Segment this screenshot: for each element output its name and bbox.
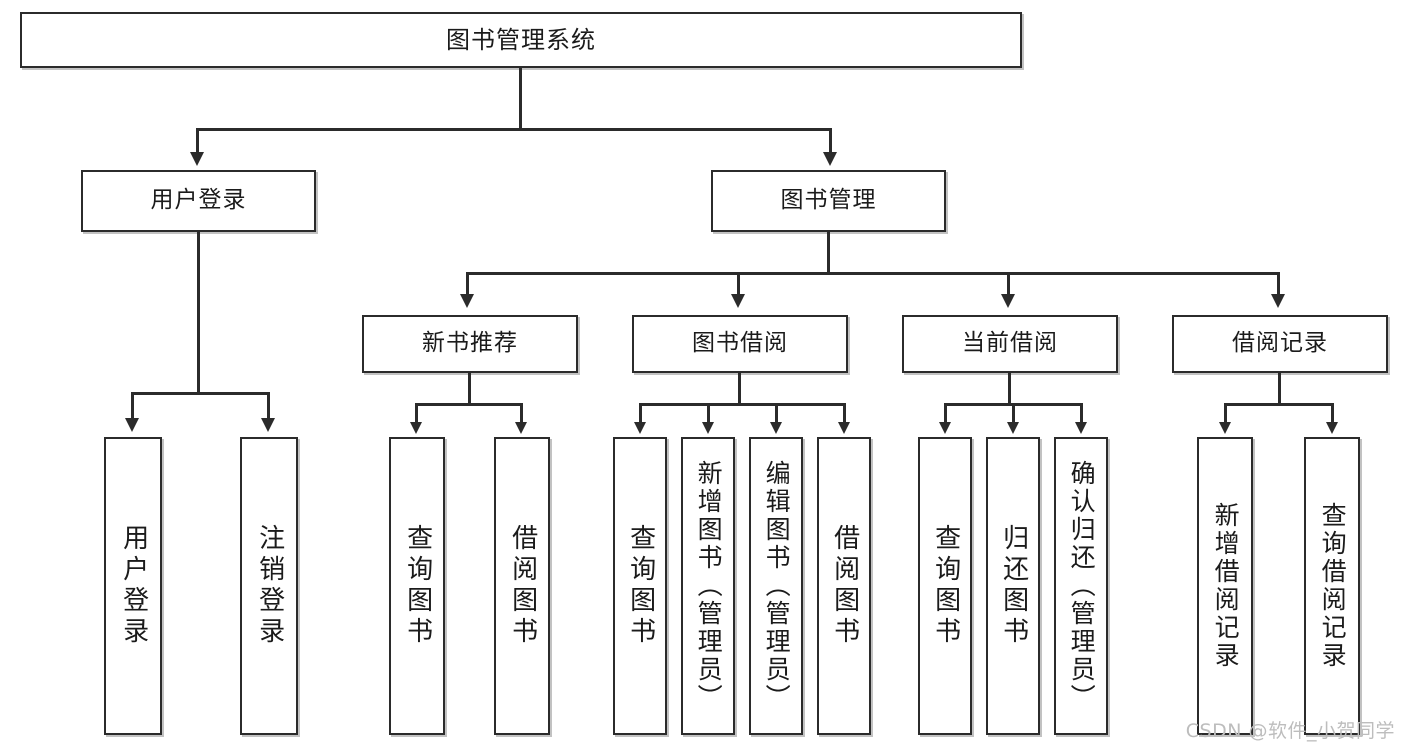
arrow-root-to-book-manage — [823, 152, 837, 166]
connector-book-manage-bus — [466, 272, 1280, 275]
connector-book-manage-stem — [827, 232, 830, 274]
leaf-borrow-record-add-record[interactable]: 新增借阅记录 — [1197, 437, 1253, 735]
connector-root-to-book-manage — [829, 128, 832, 156]
node-current-borrow[interactable]: 当前借阅 — [902, 315, 1118, 373]
leaf-current-borrow-confirm-return[interactable]: 确认归还（管理员） — [1054, 437, 1108, 735]
arrow-current-borrow-leaf-1 — [939, 422, 951, 434]
connector-book-borrow-drop-2 — [707, 403, 710, 425]
arrow-book-borrow-leaf-4 — [838, 422, 850, 434]
arrow-book-manage-to-new-book — [460, 294, 474, 308]
connector-borrow-record-drop-1 — [1224, 403, 1227, 425]
arrow-user-login-leaf-1 — [125, 418, 139, 432]
arrow-user-login-leaf-2 — [261, 418, 275, 432]
node-label: 归还图书 — [998, 524, 1029, 648]
connector-book-borrow-stem — [738, 373, 741, 405]
connector-user-login-drop-1 — [131, 392, 134, 422]
arrow-new-book-leaf-2 — [515, 422, 527, 434]
node-label: 当前借阅 — [962, 330, 1058, 357]
arrow-book-manage-to-record — [1271, 294, 1285, 308]
node-root-system[interactable]: 图书管理系统 — [20, 12, 1022, 68]
connector-book-manage-drop-2 — [737, 272, 740, 298]
leaf-book-borrow-borrow-book[interactable]: 借阅图书 — [817, 437, 871, 735]
node-label: 查询图书 — [930, 524, 961, 648]
arrow-book-manage-to-borrow — [731, 294, 745, 308]
connector-new-book-drop-1 — [415, 403, 418, 425]
node-label: 确认归还（管理员） — [1067, 460, 1097, 712]
connector-new-book-bus — [415, 403, 523, 406]
arrow-book-manage-to-current — [1001, 294, 1015, 308]
connector-user-login-stem — [197, 232, 200, 394]
connector-book-borrow-drop-4 — [843, 403, 846, 425]
connector-root-bus — [196, 128, 832, 131]
node-label: 借阅图书 — [829, 524, 860, 648]
connector-current-borrow-stem — [1008, 373, 1011, 405]
connector-user-login-bus — [131, 392, 267, 395]
leaf-current-borrow-return-book[interactable]: 归还图书 — [986, 437, 1040, 735]
leaf-user-login-signout[interactable]: 注销登录 — [240, 437, 298, 735]
arrow-current-borrow-leaf-3 — [1075, 422, 1087, 434]
connector-root-to-user-login — [196, 128, 199, 156]
node-label: 借阅记录 — [1232, 330, 1328, 357]
node-borrow-record[interactable]: 借阅记录 — [1172, 315, 1388, 373]
arrow-borrow-record-leaf-2 — [1326, 422, 1338, 434]
node-label: 查询借阅记录 — [1318, 502, 1348, 670]
node-user-login[interactable]: 用户登录 — [81, 170, 316, 232]
node-label: 借阅图书 — [507, 524, 538, 648]
connector-book-manage-drop-1 — [466, 272, 469, 298]
node-label: 新书推荐 — [422, 330, 518, 357]
connector-book-borrow-drop-3 — [775, 403, 778, 425]
node-label: 注销登录 — [254, 524, 285, 648]
connector-new-book-stem — [468, 373, 471, 405]
arrow-root-to-user-login — [190, 152, 204, 166]
node-label: 图书管理 — [780, 187, 877, 214]
connector-book-borrow-drop-1 — [639, 403, 642, 425]
leaf-user-login-signin[interactable]: 用户登录 — [104, 437, 162, 735]
arrow-book-borrow-leaf-3 — [770, 422, 782, 434]
node-label: 查询图书 — [402, 524, 433, 648]
leaf-new-book-query-book[interactable]: 查询图书 — [389, 437, 445, 735]
connector-current-borrow-drop-1 — [944, 403, 947, 425]
leaf-new-book-borrow-book[interactable]: 借阅图书 — [494, 437, 550, 735]
arrow-new-book-leaf-1 — [410, 422, 422, 434]
connector-current-borrow-drop-3 — [1080, 403, 1083, 425]
node-label: 图书借阅 — [692, 330, 788, 357]
connector-book-manage-drop-3 — [1007, 272, 1010, 298]
node-label: 用户登录 — [150, 187, 247, 214]
connector-new-book-drop-2 — [520, 403, 523, 425]
arrow-current-borrow-leaf-2 — [1007, 422, 1019, 434]
node-label: 图书管理系统 — [446, 25, 596, 54]
connector-root-stem — [519, 68, 522, 130]
leaf-book-borrow-query-book[interactable]: 查询图书 — [613, 437, 667, 735]
leaf-book-borrow-add-book[interactable]: 新增图书（管理员） — [681, 437, 735, 735]
node-label: 编辑图书（管理员） — [762, 460, 792, 712]
connector-book-manage-drop-4 — [1277, 272, 1280, 298]
arrow-book-borrow-leaf-2 — [702, 422, 714, 434]
node-label: 新增图书（管理员） — [694, 460, 724, 712]
node-label: 用户登录 — [118, 524, 149, 648]
connector-user-login-drop-2 — [267, 392, 270, 422]
connector-borrow-record-drop-2 — [1331, 403, 1334, 425]
node-book-manage[interactable]: 图书管理 — [711, 170, 946, 232]
leaf-book-borrow-edit-book[interactable]: 编辑图书（管理员） — [749, 437, 803, 735]
node-book-borrow[interactable]: 图书借阅 — [632, 315, 848, 373]
node-new-book-recommend[interactable]: 新书推荐 — [362, 315, 578, 373]
arrow-book-borrow-leaf-1 — [634, 422, 646, 434]
node-label: 新增借阅记录 — [1211, 502, 1241, 670]
connector-borrow-record-bus — [1224, 403, 1334, 406]
arrow-borrow-record-leaf-1 — [1219, 422, 1231, 434]
node-label: 查询图书 — [625, 524, 656, 648]
leaf-current-borrow-query-book[interactable]: 查询图书 — [918, 437, 972, 735]
leaf-borrow-record-query-record[interactable]: 查询借阅记录 — [1304, 437, 1360, 735]
csdn-watermark: CSDN @软件_小贺同学 — [1185, 720, 1395, 742]
connector-book-borrow-bus — [639, 403, 845, 406]
connector-borrow-record-stem — [1278, 373, 1281, 405]
connector-current-borrow-drop-2 — [1012, 403, 1015, 425]
